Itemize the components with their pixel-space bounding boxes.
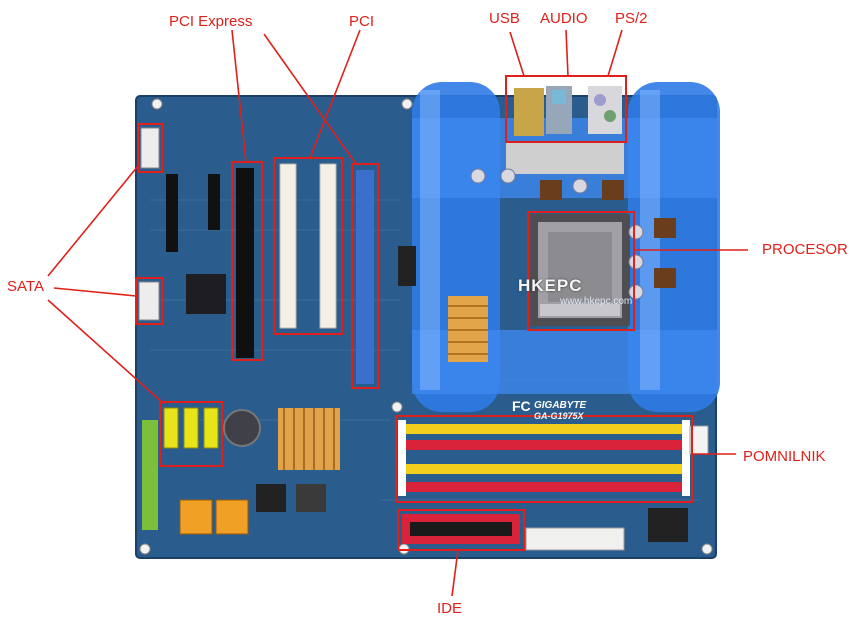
box-sata-mid — [135, 277, 163, 325]
heatpipe-cooler — [412, 82, 720, 412]
pci-slots — [279, 163, 337, 329]
fc-mark: FC — [512, 398, 531, 414]
northbridge-heatsink — [448, 296, 488, 362]
hkepc-url: www.hkepc.com — [560, 296, 633, 307]
pcie-blue-slot — [356, 170, 374, 384]
box-pci-express — [231, 161, 263, 361]
board-brand: GIGABYTE — [534, 400, 587, 411]
box-procesor — [527, 211, 635, 331]
box-sata-bottom — [159, 401, 223, 467]
label-pci-express: PCI Express — [169, 13, 253, 30]
box-pomnilnik — [395, 415, 693, 503]
box-sata-top — [137, 123, 163, 173]
pcie-x16-slot — [236, 168, 254, 358]
southbridge-heatsink — [278, 408, 340, 470]
box-pci — [273, 157, 343, 335]
label-pomnilnik: POMNILNIK — [743, 448, 826, 465]
io-panel — [506, 86, 624, 174]
label-sata: SATA — [7, 278, 44, 295]
label-ps2: PS/2 — [615, 10, 648, 27]
dimm-slots — [398, 420, 690, 496]
hkepc-watermark: HKEPC — [518, 276, 583, 295]
label-audio: AUDIO — [540, 10, 588, 27]
cpu-socket — [530, 214, 630, 326]
label-pci: PCI — [349, 13, 375, 30]
board-model: GA-G1975X — [534, 411, 584, 421]
label-ide: IDE — [437, 600, 463, 617]
label-usb: USB — [489, 10, 520, 27]
label-procesor: PROCESOR — [762, 241, 848, 258]
box-usb-audio-ps2 — [505, 75, 627, 143]
box-pci-blue — [351, 163, 379, 389]
box-ide — [397, 509, 525, 551]
